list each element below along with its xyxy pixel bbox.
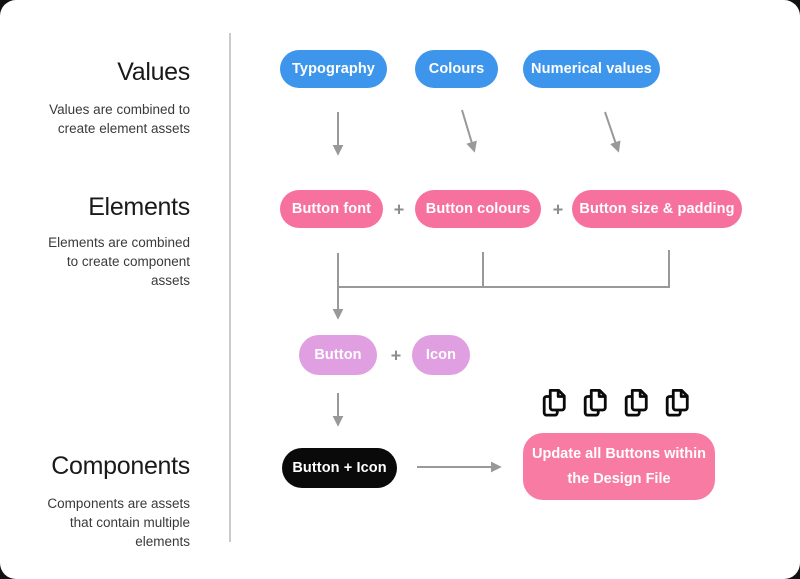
copy-pages-icon [665, 389, 689, 417]
copy-pages-icon [542, 389, 566, 417]
copy-pages-icon [583, 389, 607, 417]
desc-line: that contain multiple [69, 515, 190, 530]
result-box-line: Update all Buttons within [532, 445, 706, 462]
desc-line: assets [150, 273, 190, 288]
pill-button-colours: Button colours [415, 190, 541, 228]
plus-sign: + [393, 199, 405, 220]
section-desc-elements: Elements are combined to create componen… [30, 233, 190, 290]
section-heading-elements: Elements [88, 193, 190, 221]
plus-sign: + [552, 199, 564, 220]
desc-line: Values are combined to [49, 102, 190, 117]
connector-elements-merge [337, 250, 670, 288]
desc-line: create element assets [57, 121, 190, 136]
pill-button-plus-icon: Button + Icon [282, 448, 397, 488]
pill-icon: Icon [412, 335, 470, 375]
desc-line: elements [135, 534, 190, 549]
section-heading-values: Values [117, 58, 190, 86]
arrow-numerical-to-button-size [604, 111, 621, 153]
desc-line: Elements are combined [48, 235, 190, 250]
result-box-update-buttons: Update all Buttons within the Design Fil… [523, 433, 715, 500]
desc-line: Components are assets [47, 496, 190, 511]
plus-sign: + [390, 345, 402, 366]
section-desc-components: Components are assets that contain multi… [30, 494, 190, 551]
pill-button: Button [299, 335, 377, 375]
desc-line: to create component [66, 254, 190, 269]
pill-button-font: Button font [280, 190, 383, 228]
pill-typography: Typography [280, 50, 387, 88]
vertical-divider [229, 33, 231, 542]
copy-pages-icon [624, 389, 648, 417]
pill-numerical-values: Numerical values [523, 50, 660, 88]
section-desc-values: Values are combined to create element as… [30, 100, 190, 138]
section-heading-components: Components [51, 452, 190, 480]
pill-colours: Colours [415, 50, 498, 88]
arrow-colours-to-button-colours [461, 109, 477, 153]
pill-button-size-padding: Button size & padding [572, 190, 742, 228]
result-box-line: the Design File [567, 470, 671, 487]
copied-files-icon-row [540, 387, 700, 419]
